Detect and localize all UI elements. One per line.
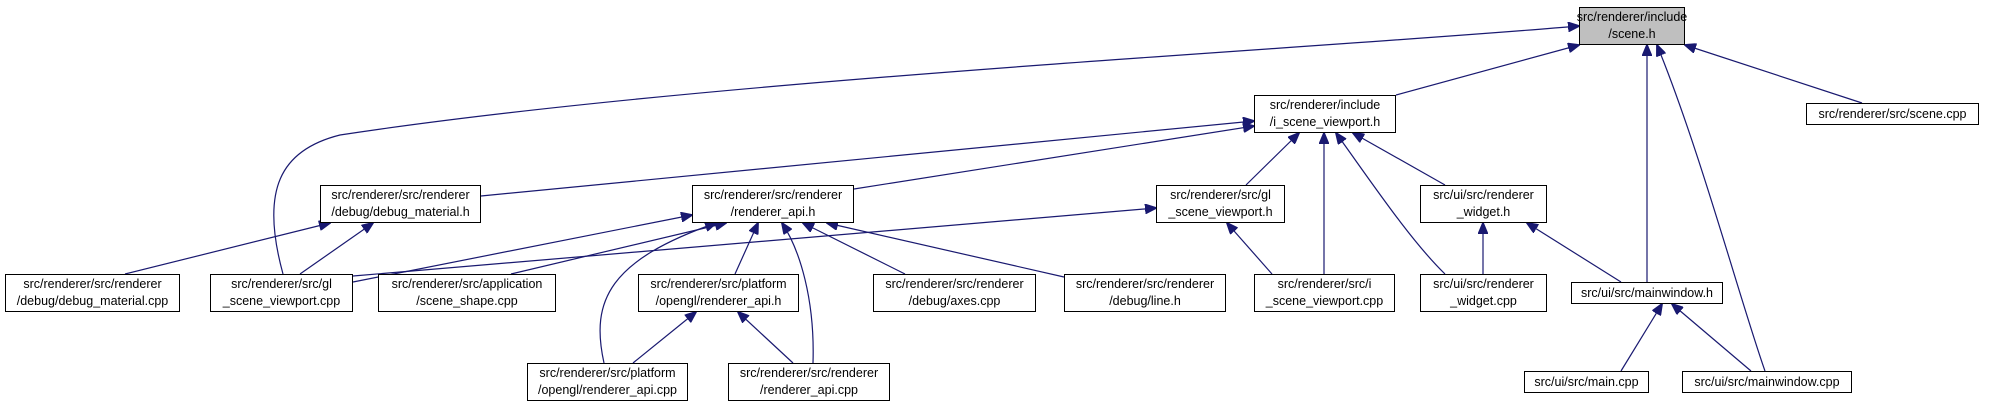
- node-label-line: src/renderer/src/i: [1277, 277, 1372, 291]
- edge-debug-material-h-to-i-scene-viewport-h: [480, 121, 1254, 197]
- edge-gl-scene-viewport-h-to-i-scene-viewport-h: [1245, 133, 1299, 186]
- node-label-line: /scene.h: [1608, 27, 1656, 41]
- edge-axes-cpp-to-renderer-api-h: [803, 223, 906, 275]
- node-scene-cpp[interactable]: src/renderer/src/scene.cpp: [1806, 103, 1979, 125]
- node-mainwindow-cpp[interactable]: src/ui/src/mainwindow.cpp: [1682, 371, 1852, 393]
- node-main-cpp[interactable]: src/ui/src/main.cpp: [1524, 371, 1649, 393]
- node-label-line: src/renderer/src/renderer: [703, 188, 843, 202]
- node-label-line: src/renderer/src/platform: [539, 366, 676, 380]
- node-renderer-widget-h[interactable]: src/ui/src/renderer _widget.h: [1420, 185, 1547, 223]
- node-renderer-api-h[interactable]: src/renderer/src/renderer /renderer_api.…: [692, 185, 854, 223]
- node-platform-renderer-api-cpp[interactable]: src/renderer/src/platform /opengl/render…: [527, 363, 688, 401]
- edge-renderer-api-cpp-to-renderer-api-h: [782, 223, 814, 364]
- edge-renderer-api-h-to-i-scene-viewport-h: [853, 126, 1254, 190]
- node-i-scene-viewport-cpp[interactable]: src/renderer/src/i _scene_viewport.cpp: [1254, 274, 1395, 312]
- edge-gl-scene-viewport-cpp-to-scene-h: [273, 26, 1579, 275]
- edge-mainwindow-cpp-to-mainwindow-h: [1672, 304, 1752, 372]
- node-i-scene-viewport-h[interactable]: src/renderer/include /i_scene_viewport.h: [1254, 95, 1396, 133]
- node-label-line: /renderer_api.h: [730, 205, 816, 219]
- node-label-line: src/renderer/src/renderer: [1075, 277, 1215, 291]
- node-renderer-widget-cpp[interactable]: src/ui/src/renderer _widget.cpp: [1420, 274, 1547, 312]
- node-label-line: src/ui/src/renderer: [1433, 188, 1534, 202]
- node-label-line: /renderer_api.cpp: [760, 383, 858, 397]
- node-debug-material-cpp[interactable]: src/renderer/src/renderer /debug/debug_m…: [5, 274, 180, 312]
- edge-mainwindow-h-to-renderer-widget-h: [1527, 223, 1622, 283]
- edge-gl-scene-viewport-cpp-to-debug-material-h: [299, 223, 373, 275]
- node-label-line: src/renderer/src/renderer: [331, 188, 470, 202]
- node-platform-renderer-api-h[interactable]: src/renderer/src/platform /opengl/render…: [638, 274, 799, 312]
- edge-line-h-to-renderer-api-h: [827, 223, 1065, 278]
- node-gl-scene-viewport-cpp[interactable]: src/renderer/src/gl _scene_viewport.cpp: [210, 274, 353, 312]
- edge-renderer-api-cpp-to-platform-renderer-api-h: [738, 312, 794, 364]
- node-scene-shape-cpp[interactable]: src/renderer/src/application /scene_shap…: [378, 274, 556, 312]
- node-label-line: /opengl/renderer_api.cpp: [538, 383, 677, 397]
- edge-scene-shape-cpp-to-renderer-api-h: [510, 223, 726, 275]
- node-debug-material-h[interactable]: src/renderer/src/renderer /debug/debug_m…: [320, 185, 481, 223]
- node-label-line: src/ui/src/mainwindow.h: [1581, 285, 1713, 300]
- edge-platform-renderer-api-cpp-to-platform-renderer-api-h: [632, 312, 696, 364]
- node-mainwindow-h[interactable]: src/ui/src/mainwindow.h: [1571, 282, 1723, 304]
- edge-debug-material-cpp-to-debug-material-h: [124, 223, 330, 275]
- node-label-line: src/renderer/src/application: [391, 277, 543, 291]
- node-label-line: _widget.cpp: [1450, 294, 1517, 308]
- node-label-line: /debug/debug_material.h: [331, 205, 470, 219]
- node-label-line: /debug/line.h: [1109, 294, 1181, 308]
- node-label-line: src/ui/src/mainwindow.cpp: [1694, 374, 1840, 389]
- edge-scene-cpp-to-scene-h: [1685, 45, 1863, 104]
- node-gl-scene-viewport-h[interactable]: src/renderer/src/gl _scene_viewport.h: [1156, 185, 1285, 223]
- edge-renderer-widget-cpp-to-i-scene-viewport-h: [1336, 133, 1446, 275]
- node-renderer-api-cpp[interactable]: src/renderer/src/renderer /renderer_api.…: [728, 363, 890, 401]
- node-label-line: src/renderer/src/platform: [650, 277, 787, 291]
- dependency-edges: [124, 26, 1863, 372]
- node-label-line: src/renderer/src/gl: [231, 277, 332, 291]
- node-label-line: /debug/debug_material.cpp: [16, 294, 169, 308]
- node-label-line: _scene_viewport.cpp: [222, 294, 341, 308]
- node-line-h[interactable]: src/renderer/src/renderer /debug/line.h: [1064, 274, 1226, 312]
- node-label-line: src/renderer/src/gl: [1170, 188, 1271, 202]
- edge-renderer-widget-h-to-i-scene-viewport-h: [1353, 133, 1446, 186]
- edge-i-scene-viewport-h-to-scene-h: [1395, 45, 1579, 96]
- node-label-line: src/renderer/include: [1576, 10, 1688, 24]
- node-label-line: src/ui/src/main.cpp: [1534, 374, 1639, 389]
- node-label-line: src/renderer/include: [1269, 98, 1381, 112]
- edge-mainwindow-cpp-to-scene-h: [1657, 45, 1766, 372]
- edge-i-scene-viewport-cpp-to-gl-scene-viewport-h: [1227, 223, 1273, 275]
- node-label-line: /debug/axes.cpp: [908, 294, 1001, 308]
- node-label-line: src/renderer/src/renderer: [23, 277, 162, 291]
- edge-platform-renderer-api-cpp-to-renderer-api-h: [599, 223, 716, 364]
- node-label-line: _scene_viewport.cpp: [1265, 294, 1384, 308]
- node-label-line: _widget.h: [1456, 205, 1511, 219]
- node-label-line: _scene_viewport.h: [1168, 205, 1273, 219]
- node-axes-cpp[interactable]: src/renderer/src/renderer /debug/axes.cp…: [873, 274, 1036, 312]
- edge-main-cpp-to-mainwindow-h: [1620, 304, 1662, 372]
- edge-platform-renderer-api-h-to-renderer-api-h: [734, 223, 758, 275]
- node-label-line: /i_scene_viewport.h: [1269, 115, 1381, 129]
- node-label-line: src/renderer/src/scene.cpp: [1818, 106, 1967, 121]
- node-label-line: /scene_shape.cpp: [416, 294, 518, 308]
- node-label-line: src/ui/src/renderer: [1433, 277, 1534, 291]
- node-scene-h: src/renderer/include /scene.h: [1576, 7, 1688, 45]
- node-label-line: src/renderer/src/renderer: [885, 277, 1024, 291]
- node-label-line: src/renderer/src/renderer: [739, 366, 879, 380]
- edge-gl-scene-viewport-cpp-to-gl-scene-viewport-h: [352, 208, 1156, 277]
- node-label-line: /opengl/renderer_api.h: [655, 294, 782, 308]
